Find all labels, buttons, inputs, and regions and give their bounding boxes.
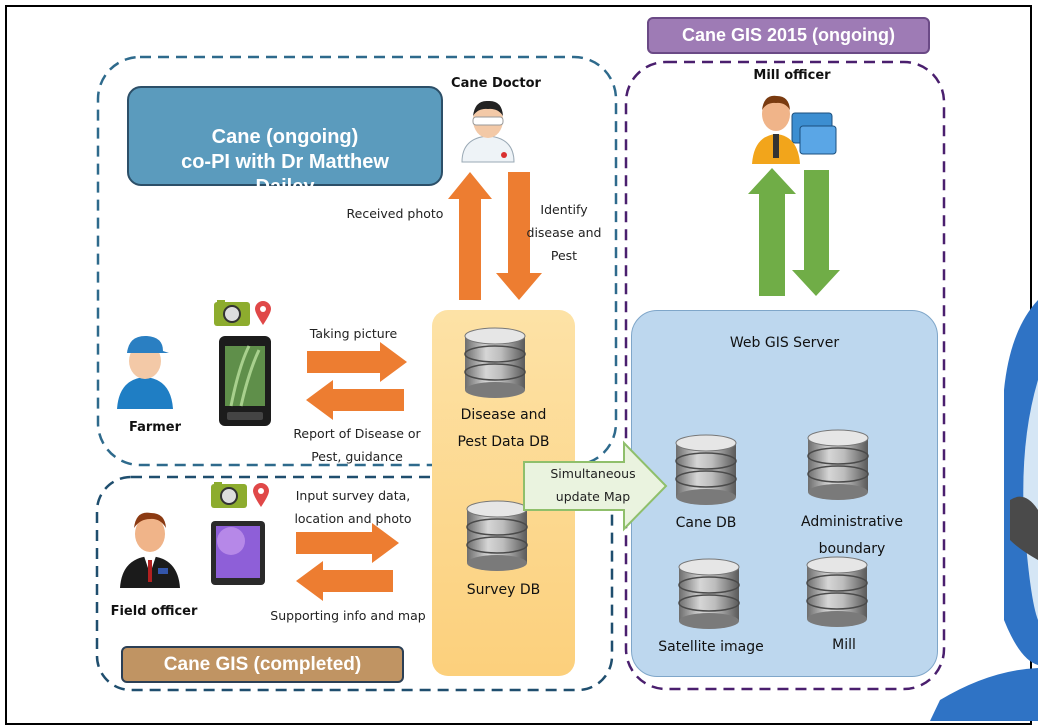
survey-db-label: Survey DB (466, 582, 541, 598)
cane-doctor-label: Cane Doctor (451, 76, 541, 91)
disease-db-label: Disease and Pest Data DB (457, 407, 550, 450)
admin-boundary-label: Administrative boundary (801, 514, 903, 557)
arrow-simultaneous (523, 440, 668, 532)
field-officer-icon (120, 512, 180, 588)
camera-icon (214, 300, 250, 326)
satellite-image-label: Satellite image (658, 639, 764, 655)
arrow-supporting (296, 561, 393, 601)
arrow-report (306, 380, 404, 420)
cane-gis-completed-title: Cane GIS (completed) (163, 654, 362, 675)
farmer-icon (117, 335, 173, 409)
web-gis-server-label: Web GIS Server (729, 335, 840, 351)
field-officer-label: Field officer (110, 604, 198, 619)
arrow-down-green (792, 170, 840, 296)
taking-picture-label: Taking picture (309, 326, 398, 341)
cane-gis-completed-box: Cane GIS (completed) (121, 646, 404, 683)
arrow-up-green (748, 168, 796, 296)
cane-gis-2015-border (624, 60, 946, 691)
input-survey-label: Input survey data, location and photo (294, 488, 412, 526)
received-photo-label: Received photo (346, 206, 444, 221)
doctor-icon (461, 100, 515, 163)
cane-db-label: Cane DB (675, 515, 737, 531)
tablet-icon (211, 521, 265, 585)
arrow-taking-picture (307, 342, 407, 382)
supporting-info-label: Supporting info and map (270, 608, 426, 623)
cane-gis-2015-box: Cane GIS 2015 (ongoing) (647, 17, 930, 54)
arrow-input-survey (296, 523, 399, 563)
cane-ongoing-title: Cane (ongoing) co-PI with Dr Matthew Dai… (181, 126, 389, 198)
cane-ongoing-border (96, 55, 618, 467)
location-pin-icon (253, 483, 269, 507)
location-pin-icon (255, 301, 271, 325)
farmer-label: Farmer (128, 420, 182, 435)
globe-icon (930, 300, 1038, 721)
camera-icon (211, 482, 247, 508)
identify-label: Identify disease and Pest (526, 202, 602, 263)
mill-officer-label: Mill officer (753, 68, 831, 83)
arrow-received-photo (448, 172, 492, 300)
report-label: Report of Disease or Pest, guidance (293, 426, 421, 464)
cane-gis-2015-title: Cane GIS 2015 (ongoing) (681, 25, 896, 45)
arrow-identify (496, 172, 542, 300)
simultaneous-label: Simultaneous update Map (550, 466, 636, 504)
mill-label: Mill (832, 637, 856, 653)
cane-gis-completed-border (95, 475, 614, 692)
smartphone-icon (219, 336, 271, 426)
officer-computer-icon (752, 95, 837, 164)
cane-ongoing-box: Cane (ongoing) co-PI with Dr Matthew Dai… (127, 86, 443, 198)
